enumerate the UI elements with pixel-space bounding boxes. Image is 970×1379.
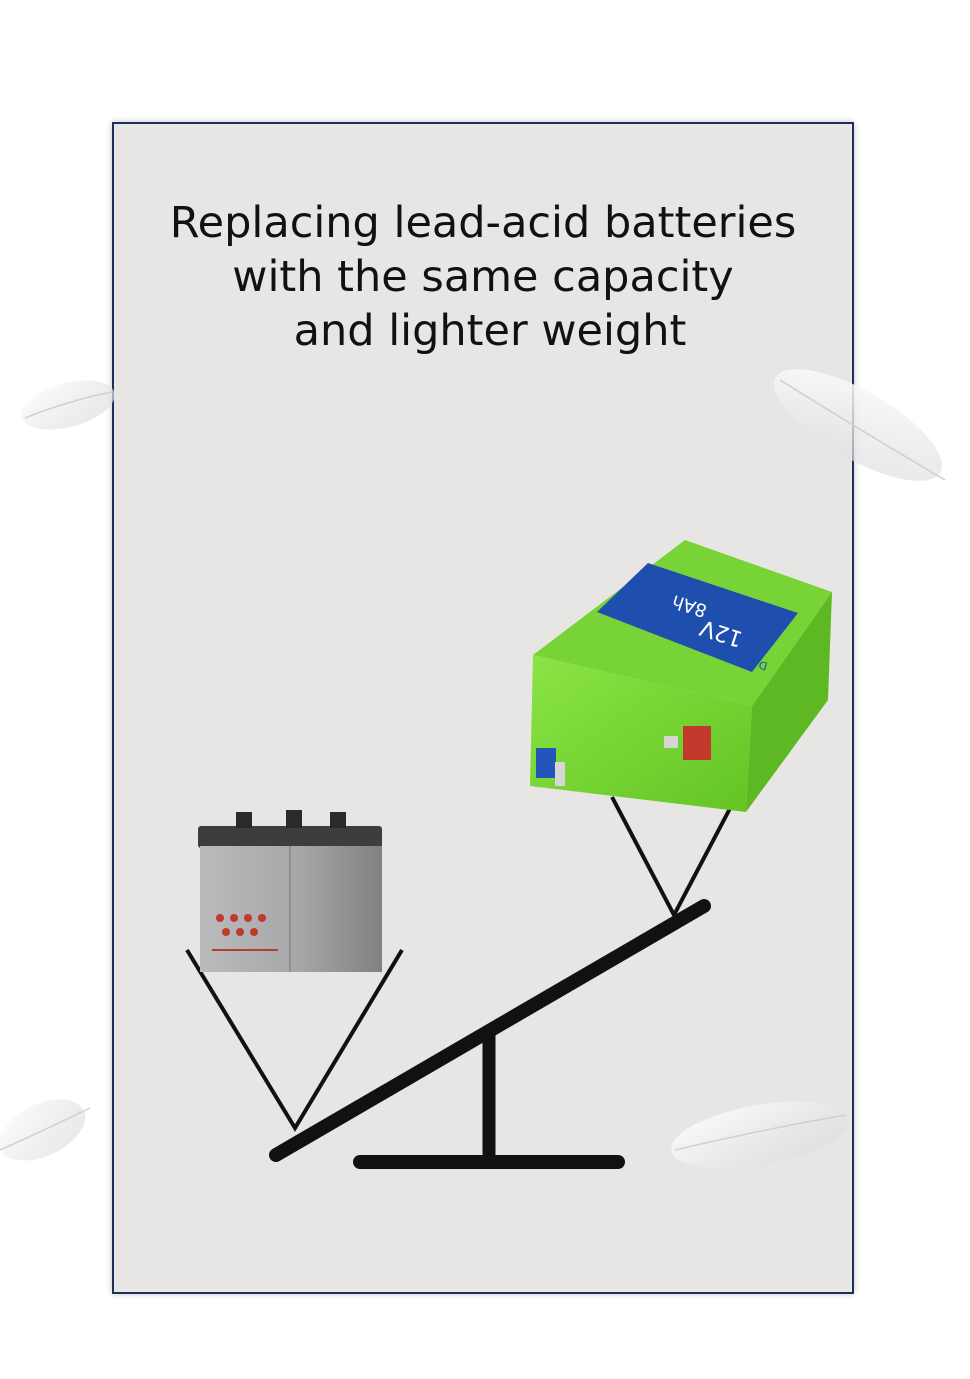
feather-decoration-bottom-right bbox=[671, 1101, 849, 1169]
right-holder-triangle bbox=[610, 796, 738, 920]
feather-decoration-bottom-left bbox=[0, 1099, 91, 1161]
feather-decoration-right bbox=[773, 369, 946, 481]
headline-line-2: with the same capacity bbox=[232, 252, 734, 302]
headline-line-1: Replacing lead-acid batteries bbox=[169, 198, 797, 248]
headline-line-3: and lighter weight bbox=[293, 306, 687, 356]
lead-acid-battery bbox=[198, 810, 382, 972]
seesaw bbox=[185, 796, 738, 1169]
seesaw-plank bbox=[269, 899, 711, 1162]
lithium-battery bbox=[530, 540, 832, 812]
battery-label-panel bbox=[597, 563, 798, 672]
headline: Replacing lead-acid batteries with the s… bbox=[112, 196, 854, 358]
left-holder-triangle bbox=[185, 948, 404, 1132]
feather-decoration-left bbox=[21, 380, 115, 430]
